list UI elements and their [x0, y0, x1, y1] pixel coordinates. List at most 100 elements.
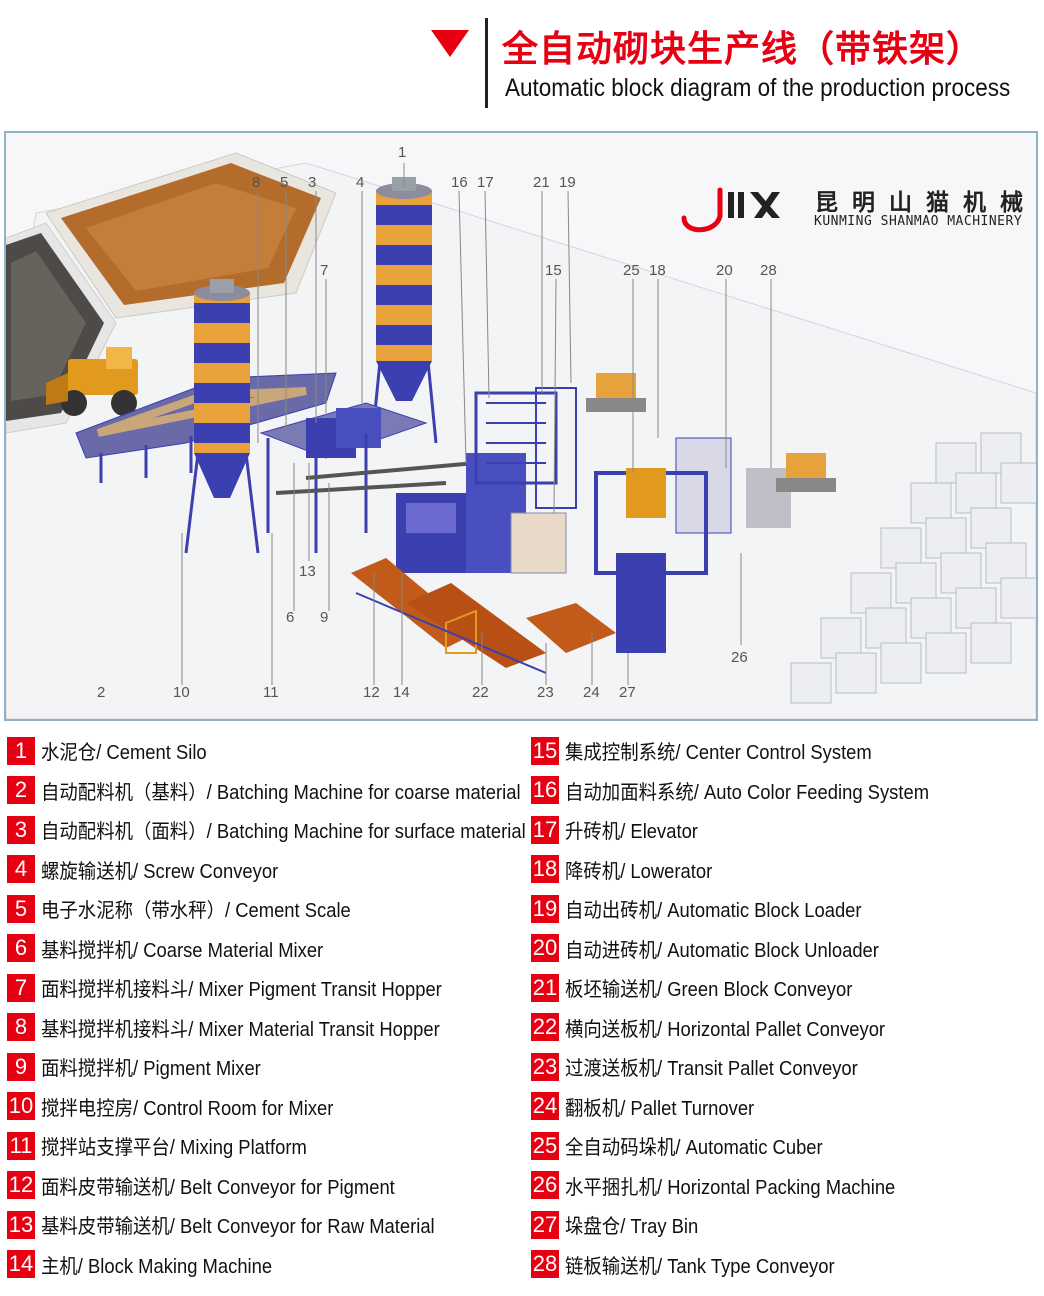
legend-item: 2 自动配料机（基料）/ Batching Machine for coarse …	[7, 771, 527, 811]
callout-number: 17	[477, 174, 494, 191]
legend-text: 链板输送机/ Tank Type Conveyor	[565, 1255, 835, 1278]
callout-number: 19	[559, 174, 576, 191]
legend-item: 5 电子水泥称（带水秤）/ Cement Scale	[7, 889, 527, 929]
callout-number: 6	[286, 609, 295, 626]
production-line-diagram	[4, 131, 1038, 721]
page-subtitle: Automatic block diagram of the productio…	[505, 74, 1011, 102]
callout-number: 1	[398, 144, 407, 161]
legend: 1 水泥仓/ Cement Silo 2 自动配料机（基料）/ Batching M…	[0, 731, 1044, 1291]
legend-item: 14 主机/ Block Making Machine	[7, 1245, 527, 1285]
callout-number: 3	[308, 174, 317, 191]
legend-number-badge: 18	[531, 855, 559, 884]
legend-number-badge: 28	[531, 1250, 559, 1279]
legend-text: 横向送板机/ Horizontal Pallet Conveyor	[565, 1018, 886, 1041]
legend-number-badge: 13	[7, 1210, 35, 1239]
legend-item: 8 基料搅拌机接料斗/ Mixer Material Transit Hopper	[7, 1008, 527, 1048]
legend-text: 基料皮带输送机/ Belt Conveyor for Raw Material	[41, 1216, 435, 1239]
legend-number-badge: 17	[531, 815, 559, 844]
company-name-zh: 昆明山猫机械	[815, 190, 1037, 216]
legend-text: 基料搅拌机接料斗/ Mixer Material Transit Hopper	[41, 1018, 440, 1041]
callout-number: 10	[173, 684, 190, 701]
legend-text: 过渡送板机/ Transit Pallet Conveyor	[565, 1058, 858, 1081]
callout-number: 27	[619, 684, 636, 701]
legend-text: 螺旋输送机/ Screw Conveyor	[41, 860, 279, 883]
legend-number-badge: 4	[7, 855, 35, 884]
legend-text: 自动加面料系统/ Auto Color Feeding System	[565, 781, 930, 804]
callout-number: 15	[545, 262, 562, 279]
legend-text: 水平捆扎机/ Horizontal Packing Machine	[565, 1176, 896, 1199]
legend-number-badge: 1	[7, 736, 35, 765]
legend-text: 水泥仓/ Cement Silo	[41, 742, 207, 765]
legend-number-badge: 6	[7, 934, 35, 963]
legend-text: 全自动码垛机/ Automatic Cuber	[565, 1137, 823, 1160]
wheel-loader	[46, 347, 138, 416]
automatic-cuber	[594, 468, 708, 653]
finished-block-stacks	[790, 432, 1036, 704]
callout-number: 21	[533, 174, 550, 191]
legend-number-badge: 16	[531, 776, 559, 805]
legend-number-badge: 22	[531, 1013, 559, 1042]
legend-text: 板坯输送机/ Green Block Conveyor	[565, 979, 853, 1002]
pallet-conveyors	[351, 558, 616, 674]
callout-number: 8	[252, 174, 261, 191]
legend-text: 面料皮带输送机/ Belt Conveyor for Pigment	[41, 1176, 395, 1199]
header-triangle-icon	[431, 30, 469, 57]
callout-number: 2	[97, 684, 106, 701]
callout-number: 12	[363, 684, 380, 701]
legend-item: 4 螺旋输送机/ Screw Conveyor	[7, 850, 527, 890]
shanmao-logo-icon	[681, 187, 780, 233]
cement-silo-left	[184, 279, 260, 554]
callout-number: 22	[472, 684, 489, 701]
legend-text: 自动配料机（基料）/ Batching Machine for coarse m…	[41, 781, 521, 804]
legend-text: 电子水泥称（带水秤）/ Cement Scale	[41, 900, 351, 923]
legend-text: 搅拌站支撑平台/ Mixing Platform	[41, 1137, 307, 1160]
green-block-racks	[510, 387, 791, 574]
legend-item: 28 链板输送机/ Tank Type Conveyor	[531, 1245, 1041, 1285]
legend-number-badge: 8	[7, 1013, 35, 1042]
legend-number-badge: 25	[531, 1131, 559, 1160]
legend-number-badge: 2	[7, 776, 35, 805]
legend-text: 面料搅拌机接料斗/ Mixer Pigment Transit Hopper	[41, 979, 442, 1002]
callout-number: 16	[451, 174, 468, 191]
forklift	[586, 373, 836, 492]
legend-text: 集成控制系统/ Center Control System	[565, 742, 872, 765]
legend-number-badge: 21	[531, 973, 559, 1002]
legend-number-badge: 5	[7, 894, 35, 923]
callout-number: 28	[760, 262, 777, 279]
legend-item: 21 板坯输送机/ Green Block Conveyor	[531, 968, 1041, 1008]
legend-text: 搅拌电控房/ Control Room for Mixer	[41, 1097, 334, 1120]
legend-number-badge: 10	[7, 1092, 35, 1121]
legend-number-badge: 14	[7, 1250, 35, 1279]
legend-text: 主机/ Block Making Machine	[41, 1255, 273, 1278]
legend-number-badge: 20	[531, 934, 559, 963]
legend-item: 22 横向送板机/ Horizontal Pallet Conveyor	[531, 1008, 1041, 1048]
callout-number: 26	[731, 649, 748, 666]
callout-number: 13	[299, 563, 316, 580]
raw-material-pile-sand	[45, 152, 337, 319]
callout-leader-lines	[181, 163, 772, 685]
legend-number-badge: 26	[531, 1171, 559, 1200]
legend-item: 16 自动加面料系统/ Auto Color Feeding System	[531, 771, 1041, 811]
callout-number: 9	[320, 609, 329, 626]
legend-text: 垛盘仓/ Tray Bin	[565, 1216, 699, 1239]
callout-number: 24	[583, 684, 600, 701]
legend-text: 面料搅拌机/ Pigment Mixer	[41, 1058, 261, 1081]
legend-text: 自动配料机（面料）/ Batching Machine for surface …	[41, 821, 526, 844]
legend-item: 1 水泥仓/ Cement Silo	[7, 731, 527, 771]
page-title: 全自动砌块生产线（带铁架）	[502, 29, 984, 70]
callout-number: 23	[537, 684, 554, 701]
legend-item: 25 全自动码垛机/ Automatic Cuber	[531, 1126, 1041, 1166]
diagram-illustration	[6, 133, 1036, 719]
